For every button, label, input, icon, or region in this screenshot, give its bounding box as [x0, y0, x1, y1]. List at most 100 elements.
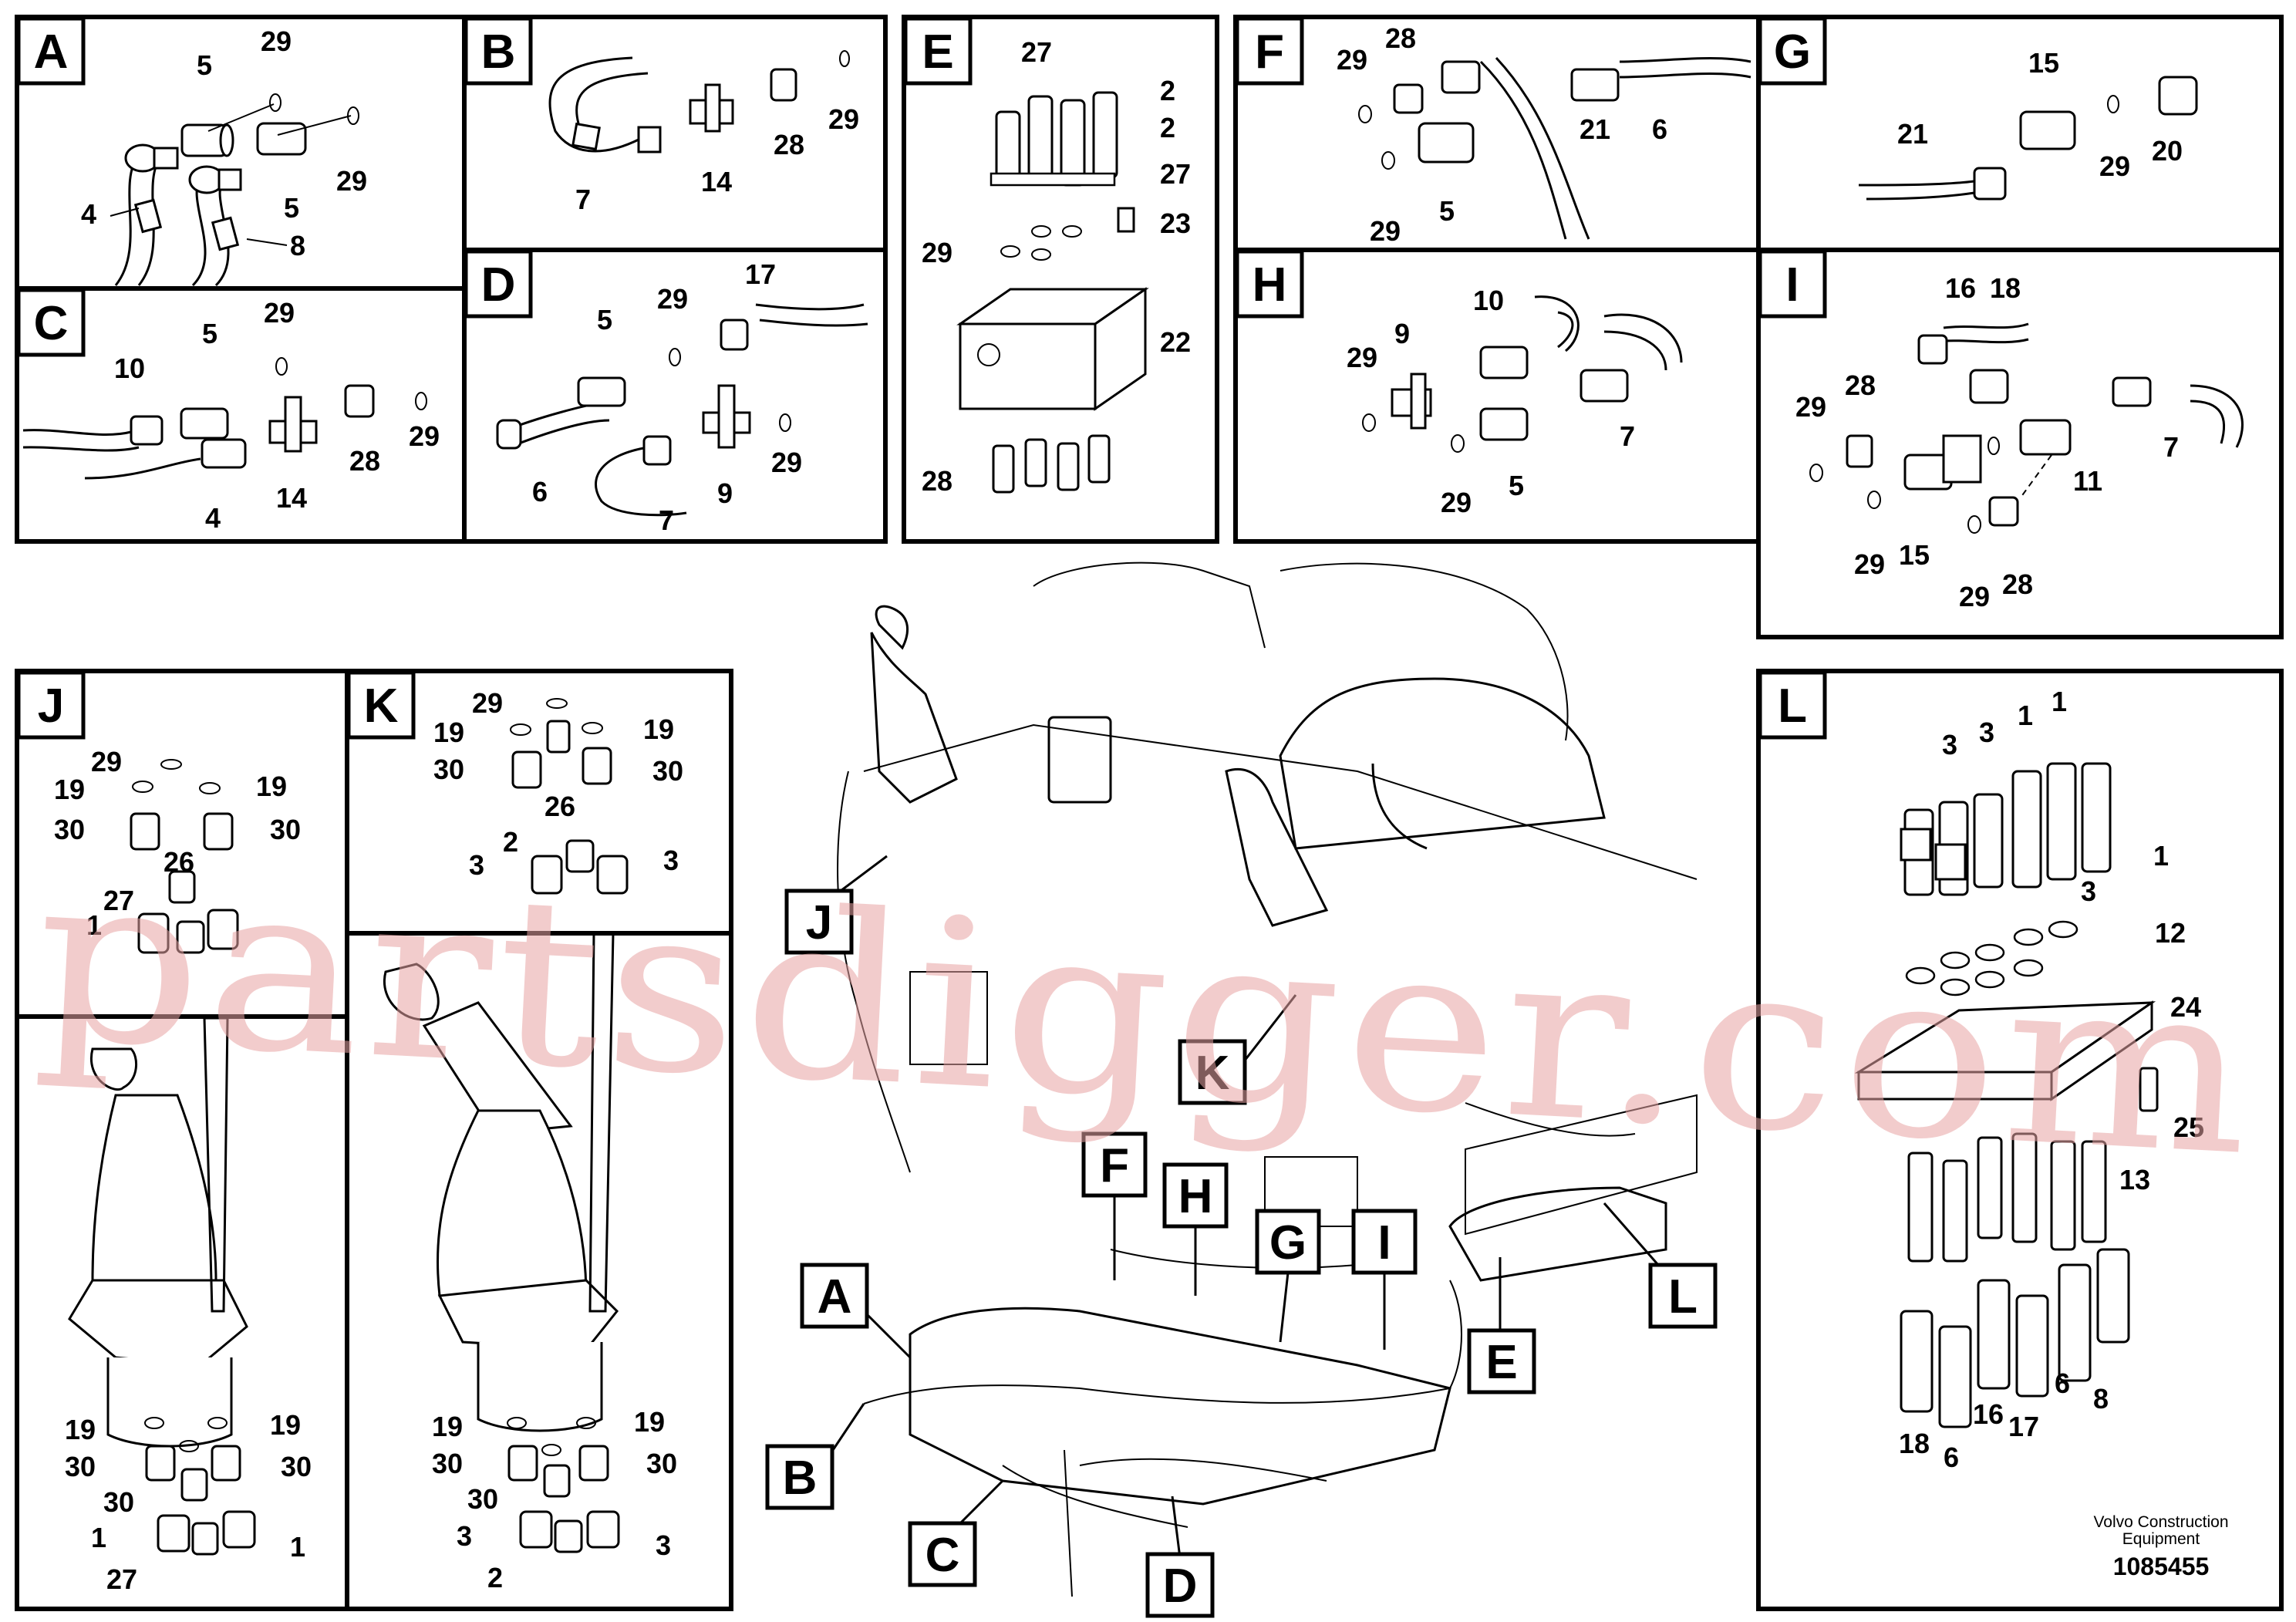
label-l-1: 1: [2018, 700, 2033, 731]
panel-h-letter: H: [1253, 258, 1287, 312]
panel-d-frame: [462, 248, 888, 544]
callout-k: K: [1195, 1047, 1230, 1100]
label-g-15: 15: [2028, 47, 2059, 79]
label-c-29: 29: [264, 297, 295, 329]
panel-b-letter: B: [481, 25, 516, 79]
label-a-5: 5: [197, 49, 212, 81]
label-g-29: 29: [2099, 150, 2130, 182]
label-h-7: 7: [1620, 420, 1635, 452]
callout-letter-boxes: J K F H G I A B C D E L: [765, 855, 1718, 1618]
label-k-30d: 30: [646, 1448, 677, 1479]
label-l-13: 13: [2119, 1164, 2150, 1195]
label-l-8: 8: [2093, 1383, 2109, 1415]
panel-a-callouts: 5 29 29 4 5 8: [81, 25, 367, 261]
label-k-3c: 3: [457, 1520, 472, 1552]
label-j-30e: 30: [103, 1486, 134, 1518]
panel-g-callouts: 15 21 29 20: [1897, 47, 2183, 182]
label-d-17: 17: [745, 258, 776, 290]
label-a-8: 8: [290, 230, 305, 261]
label-h-10: 10: [1473, 285, 1504, 316]
label-i-28: 28: [1845, 369, 1876, 401]
label-j-30: 30: [54, 814, 85, 845]
label-l-17: 17: [2008, 1411, 2039, 1442]
label-i-29c: 29: [1959, 581, 1990, 612]
label-d-7: 7: [659, 504, 674, 536]
label-j-30d: 30: [281, 1451, 312, 1482]
label-a-29: 29: [261, 25, 292, 57]
label-e-22: 22: [1160, 326, 1191, 358]
label-j-19c: 19: [65, 1414, 96, 1445]
label-d-29: 29: [657, 283, 688, 315]
label-f-6: 6: [1652, 113, 1667, 145]
company-name-line2: Equipment: [2122, 1530, 2200, 1548]
label-d-29b: 29: [771, 447, 802, 478]
label-l-12: 12: [2155, 917, 2186, 949]
label-k-3: 3: [469, 849, 484, 881]
drawing-number: 1085455: [2113, 1553, 2210, 1580]
label-c-5: 5: [202, 318, 217, 349]
callout-b: B: [783, 1452, 818, 1505]
panel-j-letter: J: [38, 679, 64, 733]
label-l-3b: 3: [1979, 717, 1994, 748]
callout-l: L: [1668, 1270, 1698, 1324]
label-i-15: 15: [1899, 539, 1930, 571]
panel-f-callouts: 29 28 21 6 29 5: [1337, 22, 1667, 247]
panel-b-drawing: [548, 50, 850, 153]
footer: Volvo Construction Equipment 1085455: [2093, 1513, 2228, 1580]
label-j-27: 27: [103, 885, 134, 916]
label-c-29b: 29: [409, 420, 440, 452]
callout-g: G: [1269, 1216, 1306, 1270]
label-j-29: 29: [91, 746, 122, 777]
label-i-11: 11: [2073, 465, 2102, 497]
label-k-30e: 30: [467, 1483, 498, 1515]
label-k-30b: 30: [652, 755, 683, 787]
panel-j-drawing: [68, 759, 256, 1556]
label-j-30c: 30: [65, 1451, 96, 1482]
label-i-7: 7: [2163, 431, 2179, 463]
label-k-2: 2: [503, 826, 518, 858]
label-k-19c: 19: [432, 1411, 463, 1442]
label-a-5b: 5: [284, 192, 299, 224]
panel-i-frame: [1756, 248, 2284, 639]
label-f-5: 5: [1439, 195, 1455, 227]
label-k-2b: 2: [487, 1562, 503, 1593]
label-l-6b: 6: [2055, 1367, 2070, 1399]
panel-j-callouts: 29 19 19 30 30 26 27 1 19 19 30 30 30 1 …: [54, 746, 312, 1595]
label-c-10: 10: [114, 352, 145, 384]
panel-l-drawing: [1854, 762, 2159, 1428]
label-g-20: 20: [2152, 135, 2183, 167]
label-k-3d: 3: [656, 1529, 671, 1561]
label-f-28: 28: [1385, 22, 1416, 54]
label-f-21: 21: [1580, 113, 1610, 145]
label-j-1: 1: [86, 909, 102, 941]
label-f-29: 29: [1337, 44, 1367, 76]
label-e-2b: 2: [1160, 112, 1175, 143]
label-k-30: 30: [433, 754, 464, 785]
panel-k-drawing: [383, 698, 629, 1553]
callout-a: A: [818, 1270, 852, 1324]
label-j-19: 19: [54, 774, 85, 805]
label-i-18: 18: [1990, 272, 2021, 304]
panel-b-callouts: 7 14 28 29: [575, 103, 859, 215]
label-e-29: 29: [922, 237, 952, 268]
label-b-28: 28: [774, 129, 804, 160]
label-g-21: 21: [1897, 118, 1928, 150]
panel-h-callouts: 10 9 29 7 29 5: [1347, 285, 1635, 518]
panel-frames: [15, 15, 2284, 1611]
label-l-18: 18: [1899, 1428, 1930, 1459]
label-k-3b: 3: [663, 845, 679, 876]
callout-f: F: [1100, 1139, 1129, 1192]
panel-k-callouts: 29 19 19 30 30 26 2 3 3 19 19 30 30 30 3…: [432, 687, 683, 1593]
label-b-29: 29: [828, 103, 859, 135]
panel-i-letter: I: [1785, 258, 1799, 312]
label-f-29b: 29: [1370, 215, 1401, 247]
central-cab-illustration: [837, 561, 1698, 1597]
panel-f-letter: F: [1255, 25, 1284, 79]
panel-l-letter: L: [1778, 679, 1807, 733]
label-l-1b: 1: [2052, 686, 2067, 717]
panel-k-letter: K: [364, 679, 399, 733]
label-l-3c: 3: [2081, 875, 2096, 907]
label-i-29: 29: [1795, 391, 1826, 423]
panel-e-callouts: 27 2 2 27 23 29 22 28: [922, 36, 1191, 497]
callout-e: E: [1485, 1336, 1517, 1389]
